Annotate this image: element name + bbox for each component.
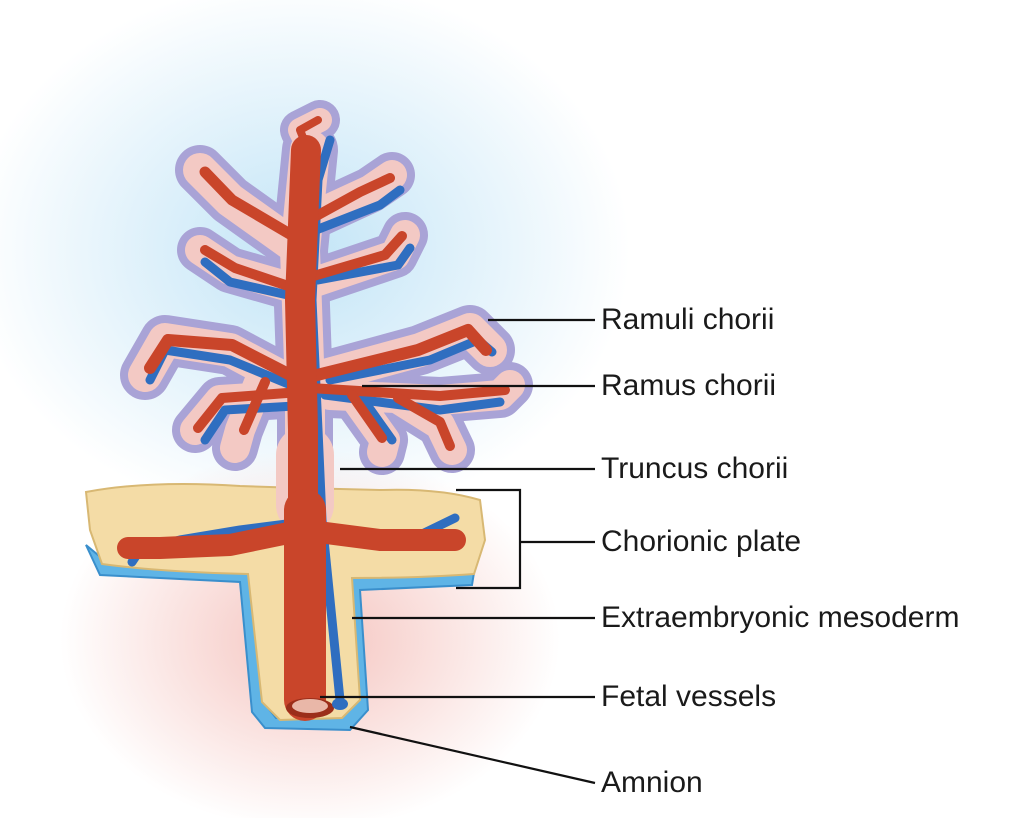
- label-extraembryonic-mesoderm: Extraembryonic mesoderm: [601, 601, 960, 634]
- label-fetal-vessels: Fetal vessels: [601, 680, 777, 713]
- leader-amnion: [349, 725, 596, 785]
- label-ramuli-chorii: Ramuli chorii: [601, 303, 775, 336]
- label-amnion: Amnion: [601, 766, 703, 799]
- leader-lines: [320, 318, 596, 785]
- label-ramus-chorii: Ramus chorii: [601, 369, 777, 402]
- label-chorionic-plate: Chorionic plate: [601, 525, 802, 558]
- fetal-arteries: [117, 116, 510, 721]
- label-truncus-chorii: Truncus chorii: [601, 452, 789, 485]
- leader-chorionic-plate-bracket: [456, 488, 522, 590]
- fetal-vessel-stump: [286, 698, 348, 718]
